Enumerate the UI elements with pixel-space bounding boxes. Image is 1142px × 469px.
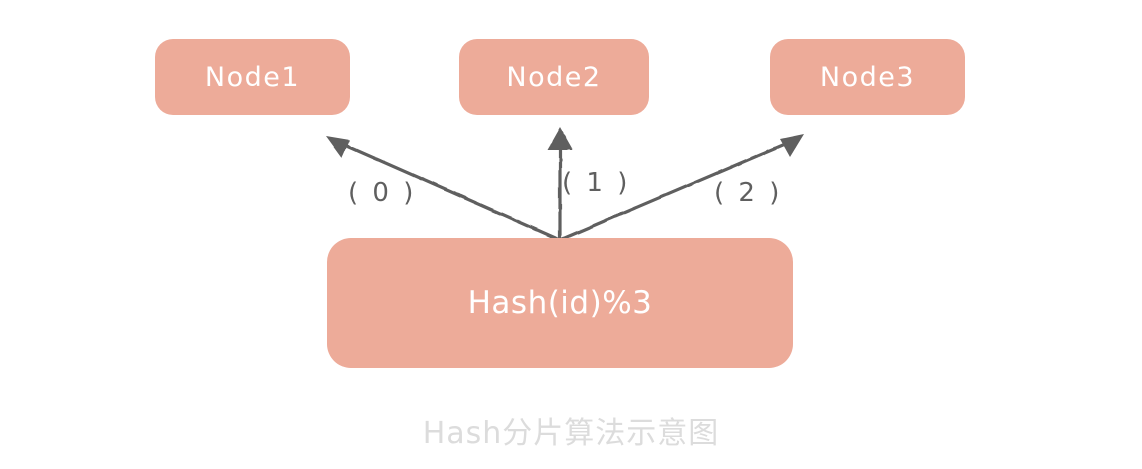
node-box-node3[interactable]: Node3 bbox=[770, 39, 965, 115]
node-box-node1[interactable]: Node1 bbox=[155, 39, 350, 115]
edge-label-2: ( 2 ) bbox=[714, 178, 783, 208]
edge-label-0: ( 0 ) bbox=[348, 178, 417, 208]
node-label-node3: Node3 bbox=[819, 61, 916, 93]
hash-function-box[interactable]: Hash(id)%3 bbox=[327, 238, 793, 368]
node-box-node2[interactable]: Node2 bbox=[459, 39, 649, 115]
diagram-caption: Hash分片算法示意图 bbox=[422, 416, 720, 451]
node-label-node2: Node2 bbox=[506, 61, 602, 93]
edge-label-1: ( 1 ) bbox=[562, 168, 631, 198]
node-label-node1: Node1 bbox=[204, 61, 301, 93]
hash-function-label: Hash(id)%3 bbox=[467, 285, 653, 321]
